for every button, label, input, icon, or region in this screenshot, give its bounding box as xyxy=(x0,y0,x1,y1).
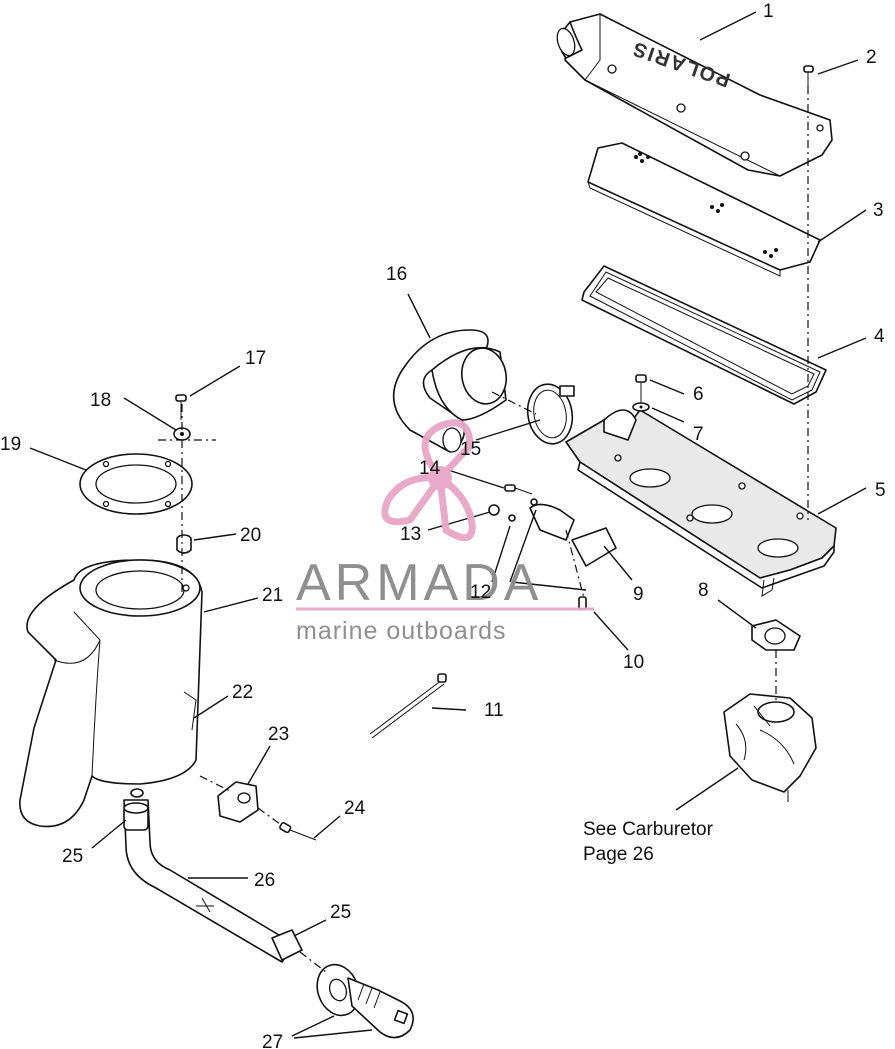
intake-duct xyxy=(392,329,508,453)
callout-27: 27 xyxy=(262,1032,283,1049)
callout-24: 24 xyxy=(344,798,366,819)
callout-16: 16 xyxy=(386,264,407,285)
callout-11: 11 xyxy=(484,700,504,721)
callout-12: 12 xyxy=(470,582,491,603)
note-line2: Page 26 xyxy=(583,844,654,865)
bracket-23 xyxy=(217,781,259,823)
carburetor-outline xyxy=(723,693,817,802)
callout-10: 10 xyxy=(623,652,644,673)
callout-9: 9 xyxy=(633,584,644,605)
callout-25b: 25 xyxy=(330,902,351,923)
grommet-20 xyxy=(176,534,192,554)
airbox-cover: POLARIS xyxy=(556,13,833,177)
leader-lines xyxy=(29,11,867,1039)
callout-8: 8 xyxy=(698,580,709,601)
callout-19: 19 xyxy=(0,434,21,455)
callout-5: 5 xyxy=(875,480,886,501)
screw-24 xyxy=(279,821,317,841)
note-line1: See Carburetor xyxy=(583,819,714,840)
callout-17: 17 xyxy=(245,348,266,369)
drain-plug xyxy=(316,963,414,1039)
callout-6: 6 xyxy=(693,384,704,405)
center-lines xyxy=(158,86,809,973)
callout-20: 20 xyxy=(240,525,261,546)
callout-21: 21 xyxy=(262,585,283,606)
watermark-subtitle: marine outboards xyxy=(296,617,507,645)
callout-1: 1 xyxy=(763,1,774,22)
resonator-body xyxy=(19,559,203,828)
callout-2: 2 xyxy=(866,47,877,68)
cable-tie xyxy=(369,673,447,739)
propeller-logo-icon xyxy=(381,419,476,542)
bolt-17 xyxy=(175,394,187,420)
watermark-title: ARMADA xyxy=(296,554,542,612)
gasket-frame xyxy=(581,265,827,405)
hose-clamp xyxy=(526,383,575,445)
washer-7 xyxy=(632,402,650,412)
airbox-base xyxy=(565,409,837,597)
callout-18: 18 xyxy=(90,390,111,411)
callout-7: 7 xyxy=(693,424,704,445)
hose-clamp-25b xyxy=(271,929,303,961)
callout-15: 15 xyxy=(460,439,481,460)
flange-gasket xyxy=(751,619,801,651)
callout-26: 26 xyxy=(254,870,275,891)
filter-plate xyxy=(587,142,821,277)
watermark: ARMADA marine outboards xyxy=(296,419,594,645)
ring-gasket xyxy=(79,453,193,515)
callout-4: 4 xyxy=(874,326,885,347)
hardware-group xyxy=(488,484,617,610)
callout-25a: 25 xyxy=(62,846,83,867)
callout-14: 14 xyxy=(419,458,441,479)
screw-6 xyxy=(635,374,647,404)
callout-22: 22 xyxy=(232,682,253,703)
callout-3: 3 xyxy=(873,200,884,221)
callout-13: 13 xyxy=(400,524,421,545)
carburetor-note: See Carburetor Page 26 xyxy=(583,819,714,865)
callout-23: 23 xyxy=(268,724,289,745)
screw-2 xyxy=(803,65,814,86)
